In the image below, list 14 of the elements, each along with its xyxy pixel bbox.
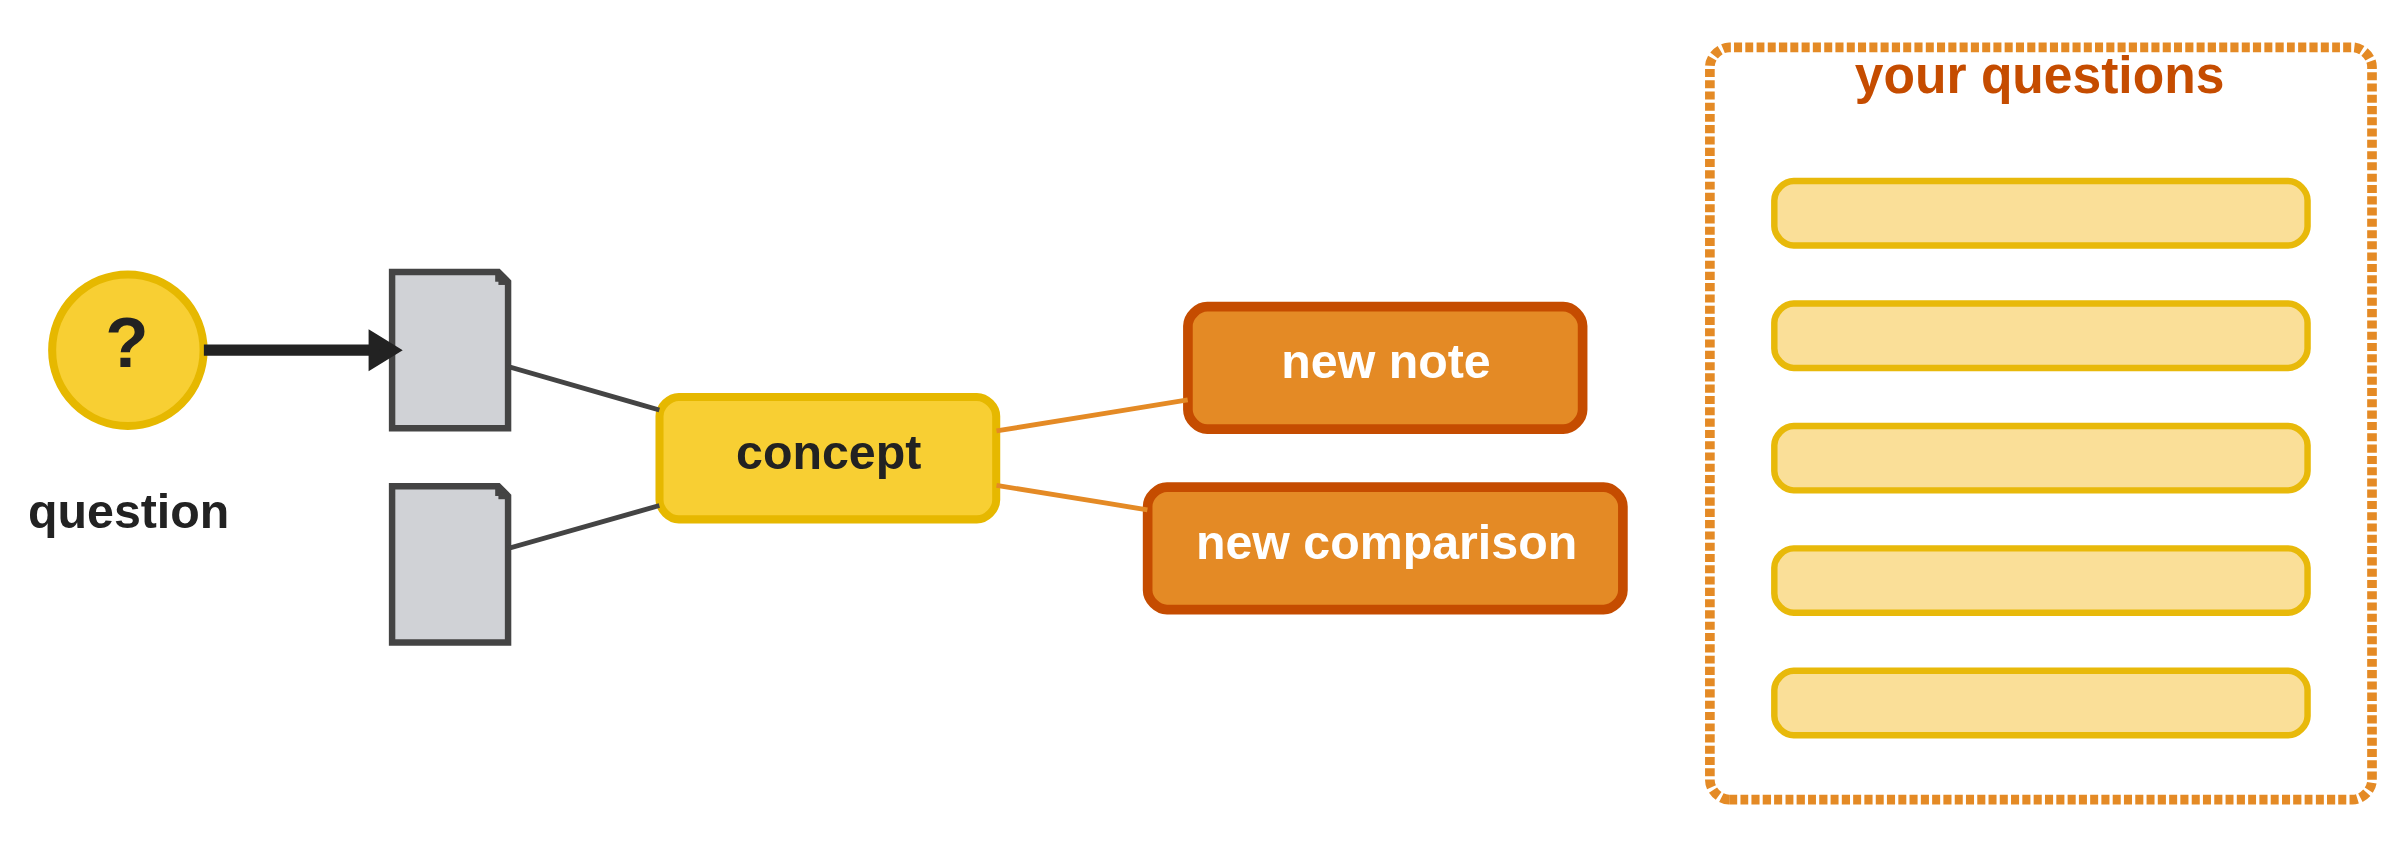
connector xyxy=(996,482,1148,513)
node-circle: ? xyxy=(48,270,208,430)
cluster: your questions xyxy=(1705,42,2377,805)
node-box: concept xyxy=(655,392,1001,524)
node-bar xyxy=(1771,422,2311,494)
node-box: new comparison xyxy=(1142,482,1628,615)
node-bar xyxy=(1771,177,2311,249)
node-bar xyxy=(1771,300,2311,372)
arrow xyxy=(203,329,403,372)
node-box: new note xyxy=(1183,301,1588,434)
connector xyxy=(996,397,1189,434)
node-bar xyxy=(1771,667,2311,739)
node-bar xyxy=(1771,545,2311,616)
node-label: question xyxy=(28,484,230,539)
